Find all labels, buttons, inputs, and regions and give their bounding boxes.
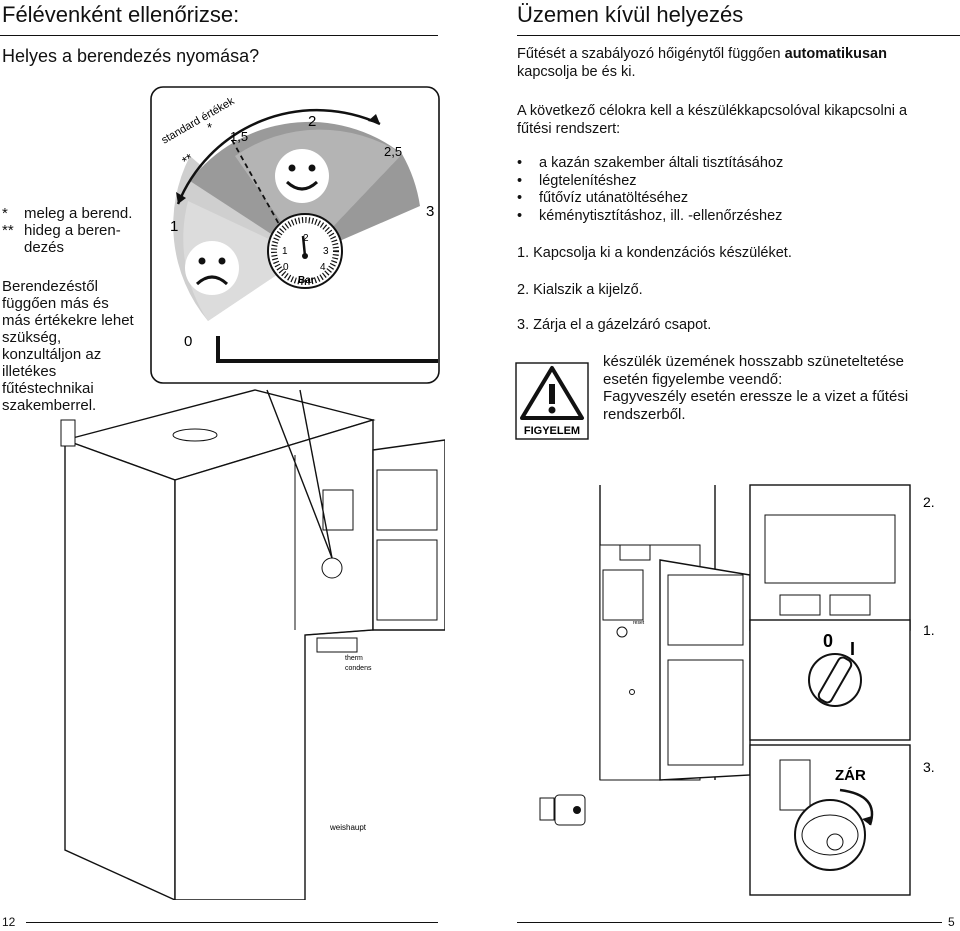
dial-unit: Bar [298, 275, 315, 286]
callout-3-label: 3. [923, 759, 935, 775]
callout-1-label: 1. [923, 622, 935, 638]
pressure-gauge-illustration: 1 2 3 0 4 Bar 0 1 1,5 2 2,5 3 standard é… [150, 86, 440, 384]
intro-paragraph: Fűtését a szabályozó hőigénytől függően … [517, 46, 887, 80]
step-1: 1. Kapcsolja ki a kondenzációs készüléke… [517, 245, 792, 261]
scale-label-1: 1 [170, 218, 178, 235]
standard-marker-line [231, 139, 281, 227]
sad-face-icon [185, 241, 239, 295]
step-3: 3. Zárja el a gázelzáró csapot. [517, 317, 712, 333]
close-label: ZÁR [835, 767, 866, 784]
switch-off-label: 0 [823, 631, 833, 651]
gauge-needle [301, 235, 307, 257]
scale-label-0: 0 [184, 333, 192, 350]
left-page-title: Félévenként ellenőrizse: [2, 2, 240, 27]
scale-label-2: 2 [308, 113, 316, 130]
shutdown-illustration: reset 2. 0 I 1. ZÁR 3. [539, 484, 935, 896]
boiler-illustration: therm condens weishaupt [60, 389, 445, 900]
scale-label-2-5: 2,5 [384, 144, 402, 159]
dial-number: 0 [283, 262, 289, 273]
boiler-footer-brand: weishaupt [329, 823, 367, 832]
main-switch-callout: 0 I [749, 619, 911, 741]
right-title-rule [517, 35, 960, 36]
dial-number: 3 [323, 246, 329, 257]
display-callout [749, 484, 911, 631]
pressure-legend: *meleg a berend. **hideg a beren- dezés [2, 205, 152, 256]
right-footer-rule [517, 922, 942, 923]
gauge-pipe [216, 336, 438, 363]
right-page-title: Üzemen kívül helyezés [517, 2, 744, 27]
callout-2-label: 2. [923, 494, 935, 510]
legend-row: *meleg a berend. [2, 205, 133, 222]
main-switch-small [616, 626, 628, 638]
legend-row: dezés [24, 239, 65, 256]
list-item: légtelenítéshez [517, 173, 957, 191]
list-item: kéménytisztításhoz, ill. -ellenőrzéshez [517, 208, 957, 226]
gas-valve-small [539, 794, 586, 826]
left-subtitle: Helyes a berendezés nyomása? [2, 46, 260, 66]
dial-number: 1 [282, 246, 288, 257]
warning-icon: FIGYELEM [515, 362, 589, 440]
legend-row: **hideg a beren- [2, 222, 121, 239]
reset-label: reset [633, 620, 645, 626]
shutdown-purpose-paragraph: A következő célokra kell a készülékkapcs… [517, 103, 908, 137]
boiler-brand-line1: therm [345, 655, 363, 662]
dial-number: 4 [320, 262, 326, 273]
left-page-number: 12 [2, 915, 16, 929]
switch-on-label: I [850, 639, 855, 659]
dial-number: 2 [303, 233, 309, 244]
scale-label-3: 3 [426, 203, 434, 220]
boiler-gauge [321, 557, 343, 579]
standard-range-arc [176, 108, 381, 205]
pressure-note: Berendezéstől függően más és más értékek… [2, 278, 134, 414]
list-item: a kazán szakember általi tisztításához [517, 155, 957, 173]
left-title-rule [0, 35, 438, 36]
single-star-label: * [207, 120, 212, 135]
right-page-number: 5 [948, 915, 955, 929]
list-item: fűtővíz utánatöltéséhez [517, 190, 957, 208]
left-footer-rule [26, 922, 438, 923]
boiler-brand-line2: condens [345, 665, 372, 672]
purpose-list: a kazán szakember általi tisztításához l… [517, 155, 957, 225]
warning-text: készülék üzemének hosszabb szüneteltetés… [603, 353, 909, 423]
happy-face-icon [275, 149, 329, 203]
gas-cock-callout: ZÁR [749, 744, 911, 896]
warning-label: FIGYELEM [524, 425, 580, 437]
step-2: 2. Kialszik a kijelző. [517, 282, 643, 298]
scale-label-1-5: 1,5 [230, 129, 248, 144]
